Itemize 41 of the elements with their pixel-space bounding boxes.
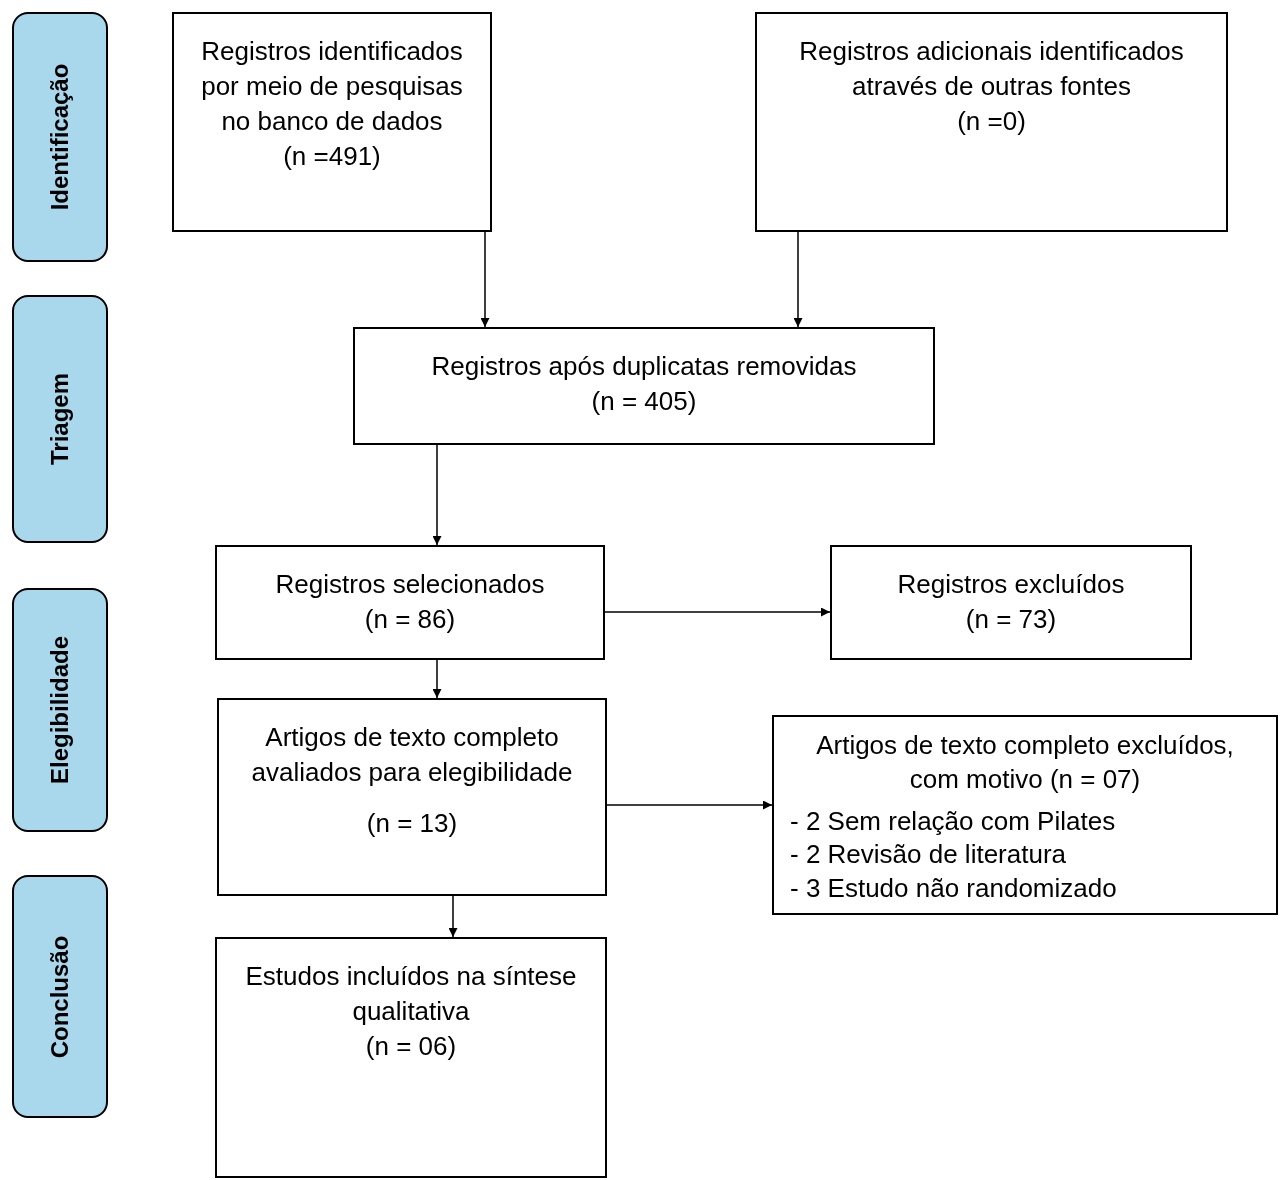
phase-band (12, 875, 108, 1118)
process-box (217, 698, 607, 896)
box-text: Registros selecionados (275, 568, 545, 601)
count-text: (n =0) (957, 105, 1026, 139)
phase-label: Triagem (45, 373, 74, 465)
count-text: (n = 86) (364, 603, 456, 637)
phase-label: Identificação (45, 63, 74, 211)
phase-band (12, 12, 108, 262)
count-text: (n =491) (283, 140, 381, 174)
phase-label: Elegibilidade (45, 636, 74, 784)
process-box (755, 12, 1228, 232)
arrow (432, 659, 442, 699)
count-text: (n = 13) (366, 807, 458, 841)
list-item: - 2 Revisão de literatura (790, 838, 1068, 872)
process-box (830, 545, 1192, 660)
box-text: Registros identificados por meio de pesquisas no banco de dados (200, 35, 464, 139)
box-text: Artigos de texto completo avaliados para elegibilidade (250, 721, 574, 790)
process-box (172, 12, 492, 232)
box-heading: Artigos de texto completo excluídos, com motivo (n = 07) (815, 729, 1235, 796)
phase-label: Conclusão (45, 935, 74, 1058)
phase-band (12, 588, 108, 832)
count-text: (n = 405) (591, 385, 697, 419)
process-box (215, 937, 607, 1178)
list-item: - 3 Estudo não randomizado (790, 872, 1118, 906)
phase-band (12, 295, 108, 543)
count-text: (n = 06) (365, 1030, 457, 1064)
arrow (480, 231, 490, 328)
process-box (353, 327, 935, 445)
count-text: (n = 73) (965, 603, 1057, 637)
list-item: - 2 Sem relação com Pilates (790, 804, 1117, 838)
arrow (432, 444, 442, 546)
arrow (606, 800, 773, 810)
arrow (793, 231, 803, 328)
process-box (215, 545, 605, 660)
process-box (772, 715, 1278, 915)
box-text: Registros adicionais identificados através de outras fontes (798, 35, 1185, 104)
box-text: Estudos incluídos na síntese qualitativa (244, 960, 578, 1029)
box-text: Registros após duplicatas removidas (431, 350, 857, 383)
box-text: Registros excluídos (897, 568, 1125, 601)
arrow (604, 607, 831, 617)
arrow (448, 895, 458, 938)
